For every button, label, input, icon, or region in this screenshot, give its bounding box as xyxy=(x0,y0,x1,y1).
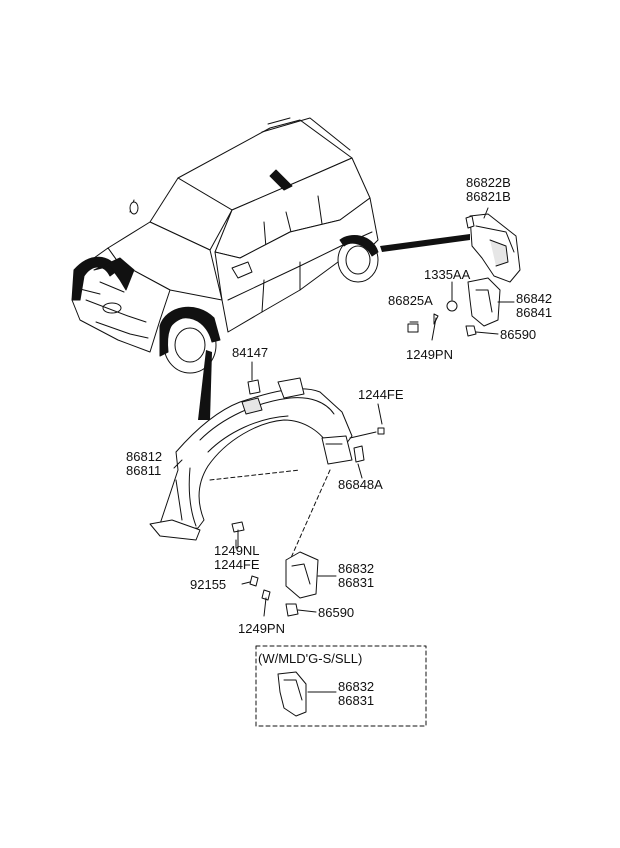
label-86831-box: 86831 xyxy=(338,693,375,708)
label-86590-top: 86590 xyxy=(500,327,537,342)
label-86590-mid: 86590 xyxy=(318,605,355,620)
label-86848A: 86848A xyxy=(338,477,383,492)
label-86822B: 86822B xyxy=(466,175,511,190)
label-1335AA: 1335AA xyxy=(424,267,471,282)
label-1244FE-top: 1244FE xyxy=(358,387,404,402)
rear-guard-assembly xyxy=(407,207,521,341)
option-caption: (W/MLD'G-S/SLL) xyxy=(258,651,363,666)
label-84147: 84147 xyxy=(232,345,269,360)
label-1244FE-mid: 1244FE xyxy=(214,557,260,572)
label-86841: 86841 xyxy=(516,305,553,320)
label-86821B: 86821B xyxy=(466,189,511,204)
leader-car-to-rear-guard xyxy=(380,234,470,252)
inner-fender-assembly xyxy=(149,361,385,561)
label-86811: 86811 xyxy=(126,463,162,478)
label-92155: 92155 xyxy=(190,577,227,592)
label-86842: 86842 xyxy=(516,291,553,306)
label-86831-mid: 86831 xyxy=(338,575,375,590)
label-86812: 86812 xyxy=(126,449,163,464)
leader-car-to-inner-fender xyxy=(198,350,212,420)
label-1249PN-top: 1249PN xyxy=(406,347,453,362)
label-1249PN-bottom: 1249PN xyxy=(238,621,285,636)
label-86832-mid: 86832 xyxy=(338,561,375,576)
front-mud-flap-assembly xyxy=(241,551,337,617)
option-box xyxy=(255,645,427,727)
label-86825A: 86825A xyxy=(388,293,433,308)
label-1249NL: 1249NL xyxy=(214,543,260,558)
label-86832-box: 86832 xyxy=(338,679,375,694)
car-illustration xyxy=(71,117,379,374)
